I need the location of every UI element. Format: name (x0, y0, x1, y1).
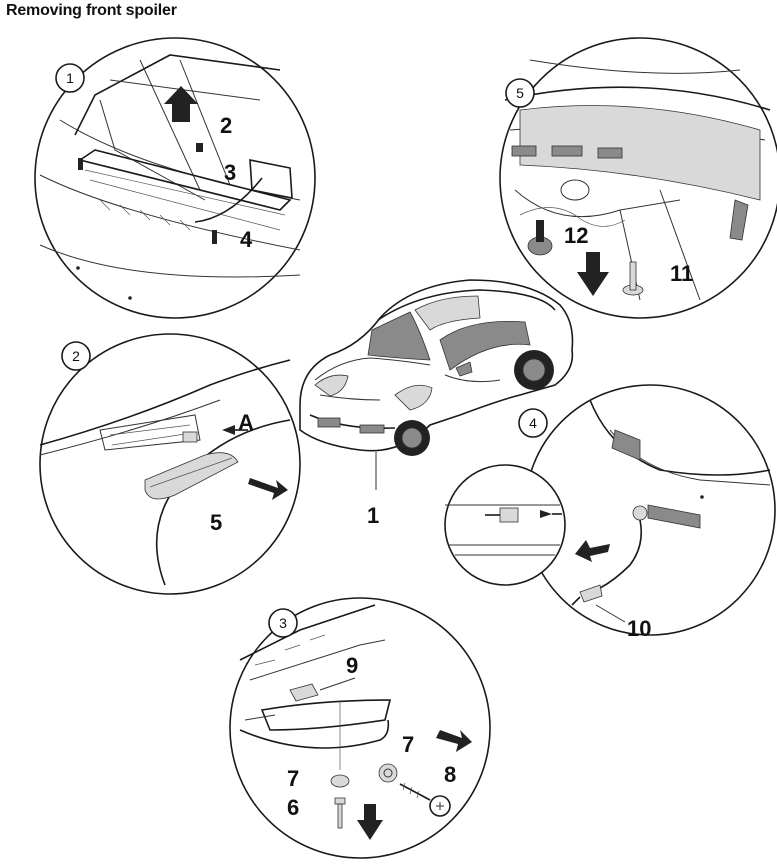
label-8: 8 (444, 762, 456, 787)
up-arrow-icon (164, 86, 198, 122)
callout-circle-2 (61, 341, 91, 371)
callout-number-1: 1 (66, 70, 74, 86)
callout-number-5: 5 (516, 85, 524, 101)
arrow-a-icon (222, 425, 235, 435)
label-12: 12 (564, 223, 588, 248)
label-1: 1 (367, 503, 379, 528)
callout-number-3: 3 (279, 615, 287, 631)
label-a: A (238, 410, 254, 435)
callout-circle-4 (518, 408, 548, 438)
label-4: 4 (240, 227, 253, 252)
callout-number-2: 2 (72, 348, 80, 364)
label-5: 5 (210, 510, 222, 535)
label-2: 2 (220, 113, 232, 138)
label-7-upper: 7 (402, 732, 414, 757)
detail-1-magnifier: 1 2 3 4 (34, 37, 316, 319)
label-7-lower: 7 (287, 766, 299, 791)
detail-3-magnifier: 3 9 7 7 8 6 (229, 597, 491, 859)
callout-circle-5 (505, 78, 535, 108)
motion-arrow-icon (248, 478, 288, 500)
detail-2-magnifier: 2 A 5 (39, 333, 301, 595)
right-arrow-icon (436, 730, 472, 752)
left-arrow-icon (575, 540, 610, 562)
porsche-911-car-illustration: 1 (299, 279, 574, 528)
callout-circle-3 (268, 608, 298, 638)
label-11: 11 (670, 261, 693, 286)
label-10: 10 (627, 616, 651, 641)
detail-5-magnifier: 5 12 11 (499, 37, 777, 319)
diagram-title: Removing front spoiler (6, 2, 177, 19)
callout-circle-1 (55, 63, 85, 93)
down-arrow-icon (577, 252, 609, 296)
label-6: 6 (287, 795, 299, 820)
label-9: 9 (346, 653, 358, 678)
detail-4-magnifier: 4 10 (444, 384, 776, 641)
callout-number-4: 4 (529, 415, 537, 431)
label-3: 3 (224, 160, 236, 185)
down-arrow-icon-2 (357, 804, 383, 840)
